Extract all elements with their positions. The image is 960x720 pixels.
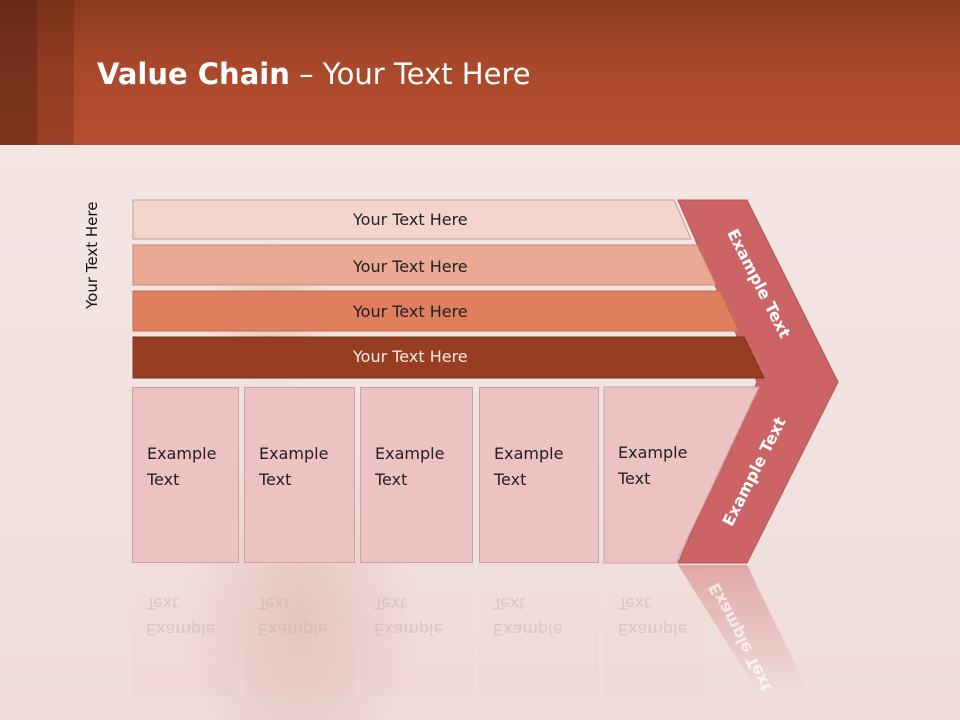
- bar-label: Your Text Here: [353, 209, 468, 229]
- example-box-5: Example Text: [604, 387, 704, 563]
- box-line1: Example: [147, 444, 217, 463]
- value-bar-1: Your Text Here: [133, 200, 693, 238]
- box-reflection: Example Text: [244, 565, 355, 695]
- box-line1: Example: [618, 443, 688, 462]
- example-box-3: Example Text: [360, 387, 473, 563]
- box-reflection: Example Text: [132, 565, 239, 695]
- slide-header: Value Chain – Your Text Here: [0, 0, 960, 145]
- reflection-line2: Text: [258, 594, 291, 613]
- example-box-2: Example Text: [244, 387, 355, 563]
- bar-shape-4: [132, 336, 765, 379]
- box-line1: Example: [259, 444, 329, 463]
- value-bar-4: Your Text Here: [133, 337, 753, 375]
- box-line1: Example: [494, 444, 564, 463]
- reflection-line1: Example: [493, 620, 563, 639]
- reflection-line1: Example: [258, 620, 328, 639]
- example-box-5-shape: [603, 386, 760, 564]
- bar-label: Your Text Here: [353, 301, 468, 321]
- reflection-line1: Example: [618, 620, 688, 639]
- reflection-line1: Example: [146, 620, 216, 639]
- box-line2: Text: [259, 470, 292, 489]
- header-accent-band: [37, 0, 74, 145]
- box-line2: Text: [494, 470, 527, 489]
- example-box-4: Example Text: [479, 387, 599, 563]
- slide-title: Value Chain – Your Text Here: [97, 52, 531, 96]
- bar-shape-2: [132, 244, 717, 286]
- box-line2: Text: [618, 469, 651, 488]
- reflection-line2: Text: [618, 594, 651, 613]
- box-reflection: Example Text: [604, 565, 704, 695]
- title-rest: – Your Text Here: [289, 57, 531, 91]
- value-bar-2: Your Text Here: [133, 247, 713, 285]
- box-line1: Example: [375, 444, 445, 463]
- box-line2: Text: [147, 470, 180, 489]
- bar-label: Your Text Here: [353, 256, 468, 276]
- value-bar-3: Your Text Here: [133, 292, 733, 330]
- box-reflection: Example Text: [360, 565, 473, 695]
- box-line2: Text: [375, 470, 408, 489]
- title-bold: Value Chain: [97, 57, 290, 91]
- box-reflection: Example Text: [479, 565, 599, 695]
- bar-label: Your Text Here: [353, 346, 468, 366]
- reflection-line2: Text: [493, 594, 526, 613]
- example-box-1: Example Text: [132, 387, 239, 563]
- reflection-line2: Text: [374, 594, 407, 613]
- bar-shape-1: [132, 199, 692, 240]
- header-accent-band: [0, 0, 37, 145]
- bar-shape-3: [132, 290, 740, 332]
- reflection-line2: Text: [146, 594, 179, 613]
- reflection-line1: Example: [374, 620, 444, 639]
- chevron-reflection: [678, 565, 810, 695]
